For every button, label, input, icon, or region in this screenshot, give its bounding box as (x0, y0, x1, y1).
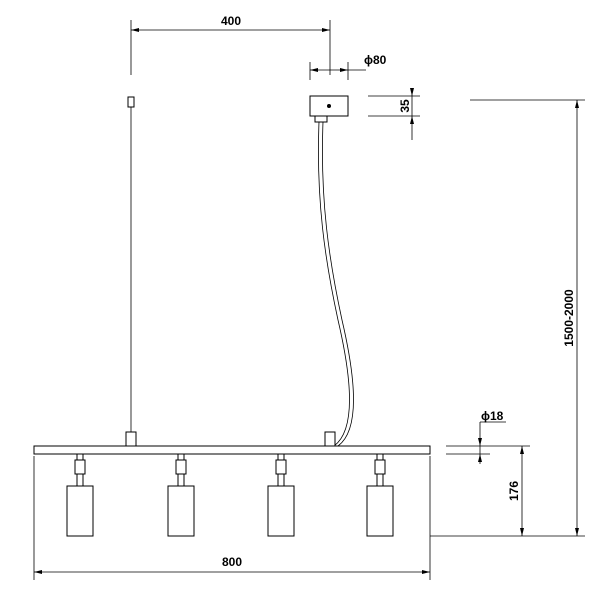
dimension-drop-height: 176 (430, 446, 585, 537)
dimension-bar-diameter-label: ϕ18 (481, 409, 504, 423)
dimension-overall-height-label: 1500-2000 (562, 289, 576, 347)
suspension-wire-left (127, 96, 135, 434)
dimension-bar-diameter: ϕ18 (446, 409, 530, 464)
dimension-drop-height-label: 176 (507, 481, 521, 501)
horizontal-bar (33, 431, 431, 455)
ceiling-canopy (309, 95, 349, 123)
lamp-head-3 (267, 453, 295, 537)
dimension-arm-spacing-label: 400 (221, 14, 241, 28)
dimension-overall-width: 800 (33, 456, 431, 580)
dimension-overall-height: 1500-2000 (470, 99, 585, 536)
dimension-canopy-height-label: 35 (398, 99, 412, 113)
dimension-overall-width-label: 800 (222, 555, 242, 569)
dimension-canopy-diameter-label: ϕ80 (364, 53, 387, 67)
lamp-head-4 (366, 453, 394, 537)
power-cable (318, 121, 354, 447)
dimension-arm-spacing: 400 (130, 14, 331, 75)
lamp-head-1 (66, 453, 94, 537)
lamp-head-2 (167, 453, 195, 537)
dimension-canopy-diameter: ϕ80 (309, 53, 387, 80)
dimension-canopy-height: 35 (368, 88, 420, 140)
